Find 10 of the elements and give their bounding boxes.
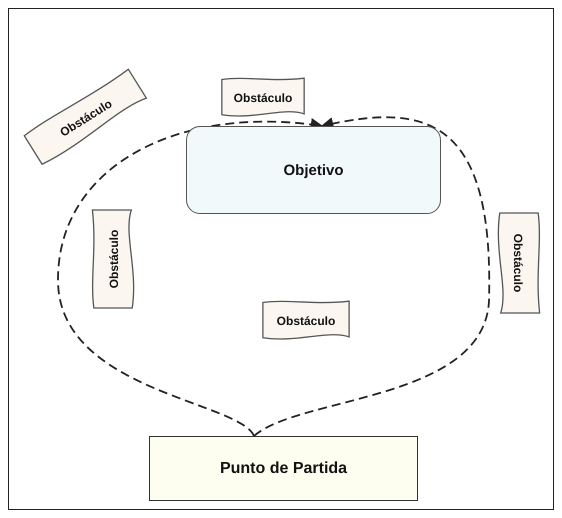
start-box: [149, 436, 418, 501]
node-label: Objetivo: [283, 162, 344, 178]
goal-box: [186, 126, 441, 214]
dashed-arrow: [57, 118, 324, 437]
node-label: Obstáculo: [276, 314, 336, 328]
dashed-arrow: [254, 116, 490, 437]
node-label: Obstáculo: [234, 91, 292, 105]
node-label: Obstáculo: [511, 234, 525, 292]
node-label: Punto de Partida: [220, 460, 348, 478]
node-label: Obstáculo: [107, 230, 121, 288]
